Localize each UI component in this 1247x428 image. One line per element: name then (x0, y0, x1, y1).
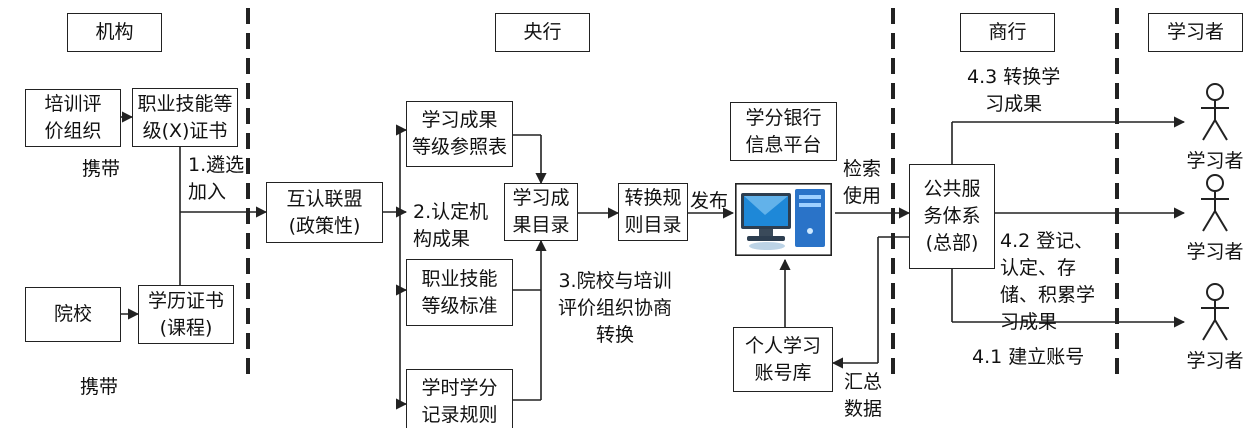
header-commercial-bank: 商行 (960, 13, 1055, 52)
header-central-bank: 央行 (495, 13, 590, 52)
credit-rules-box: 学时学分 记录规则 (406, 369, 513, 428)
header-institution: 机构 (67, 13, 162, 52)
training-org-box: 培训评 价组织 (25, 89, 121, 147)
college-box: 院校 (25, 287, 121, 342)
stick-figure-icon (1201, 283, 1229, 341)
x-certificate-box: 职业技能等 级(X)证书 (132, 88, 238, 147)
header-learner: 学习者 (1148, 13, 1243, 52)
step-1-label: 1.遴选 加入 (188, 154, 245, 203)
platform-title-box: 学分银行 信息平台 (730, 102, 837, 161)
learner-label-2: 学习者 (1186, 241, 1244, 263)
stick-figure-icon (1201, 83, 1229, 141)
outcome-catalog-box: 学习成 果目录 (504, 183, 578, 241)
step-4-1-label: 4.1 建立账号 (972, 346, 1085, 368)
learner-figure-2: 学习者 (1185, 173, 1245, 264)
learner-figure-1: 学习者 (1185, 82, 1245, 173)
publish-label: 发布 (690, 190, 729, 212)
step-4-3-label: 4.3 转换学 习成果 (967, 66, 1061, 115)
carry-label-2: 携带 (80, 376, 119, 398)
section-dividers (246, 8, 1119, 380)
computer-icon (735, 183, 833, 257)
reference-table-box: 学习成果 等级参照表 (406, 101, 513, 167)
learner-label-3: 学习者 (1186, 350, 1244, 372)
step-3-label: 3.院校与培训 评价组织协商 转换 (558, 270, 673, 346)
retrieve-label: 检索 使用 (843, 158, 882, 207)
public-service-box: 公共服 务体系 (总部) (909, 164, 995, 269)
conversion-rules-box: 转换规 则目录 (618, 183, 688, 241)
personal-account-box: 个人学习 账号库 (733, 327, 833, 392)
diploma-box: 学历证书 (课程) (138, 285, 234, 344)
aggregate-label: 汇总 数据 (844, 371, 883, 420)
learner-figure-3: 学习者 (1185, 282, 1245, 373)
step-2-label: 2.认定机 构成果 (413, 201, 489, 250)
carry-label-1: 携带 (82, 158, 121, 180)
step-4-2-label: 4.2 登记、 认定、存 储、积累学 习成果 (1000, 230, 1096, 333)
stick-figure-icon (1201, 174, 1229, 232)
skill-standard-box: 职业技能 等级标准 (406, 259, 513, 326)
learner-label-1: 学习者 (1186, 150, 1244, 172)
alliance-box: 互认联盟 (政策性) (266, 182, 383, 243)
